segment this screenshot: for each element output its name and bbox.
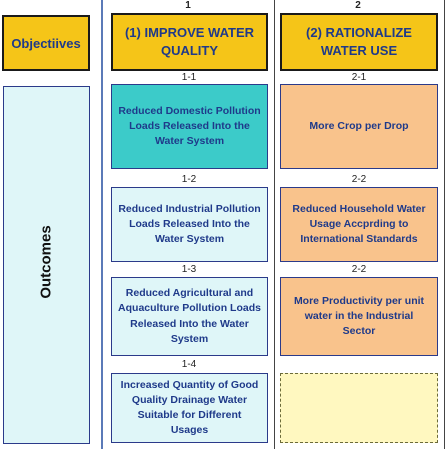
outcome-text-2-2: Reduced Household Water Usage Accprding … bbox=[292, 202, 426, 246]
column-number-1: 1 bbox=[185, 0, 191, 11]
outcome-tag-1-4: 1-4 bbox=[181, 359, 197, 370]
outcome-tag-2-3: 2-2 bbox=[351, 264, 367, 275]
outcome-text-2-1: More Crop per Drop bbox=[309, 119, 409, 132]
outcomes-label: Outcomes bbox=[37, 225, 55, 299]
outcome-box-2-3: More Productivity per unit water in the … bbox=[280, 277, 438, 356]
outcome-text-2-3: More Productivity per unit water in the … bbox=[293, 294, 425, 338]
outcome-box-2-1: More Crop per Drop bbox=[280, 84, 438, 169]
objective-header-2: (2) RATIONALIZE WATER USE bbox=[280, 13, 438, 71]
objective-header-1-text: (1) IMPROVE WATER QUALITY bbox=[124, 24, 255, 58]
outcome-text-1-2: Reduced Industrial Pollution Loads Relea… bbox=[118, 202, 261, 246]
right-edge-line bbox=[444, 0, 445, 449]
objectives-label-text: Objectiives bbox=[11, 35, 81, 51]
outcome-text-1-4: Increased Quantity of Good Quality Drain… bbox=[120, 378, 259, 437]
outcome-text-1-3: Reduced Agricultural and Aquaculture Pol… bbox=[118, 287, 261, 345]
objective-header-1: (1) IMPROVE WATER QUALITY bbox=[111, 13, 268, 71]
outcome-text-1-1: Reduced Domestic Pollution Loads Release… bbox=[118, 104, 261, 148]
objective-header-2-text: (2) RATIONALIZE WATER USE bbox=[306, 24, 412, 58]
outcome-tag-2-1: 2-1 bbox=[351, 72, 367, 83]
objectives-label: Objectiives bbox=[2, 15, 90, 71]
outcome-tag-1-1: 1-1 bbox=[181, 72, 197, 83]
outcome-box-1-1: Reduced Domestic Pollution Loads Release… bbox=[111, 84, 268, 169]
outcome-box-1-2: Reduced Industrial Pollution Loads Relea… bbox=[111, 187, 268, 262]
outcome-tag-1-2: 1-2 bbox=[181, 174, 197, 185]
column-number-2: 2 bbox=[355, 0, 361, 11]
outcome-tag-1-3: 1-3 bbox=[181, 264, 197, 275]
empty-placeholder-box bbox=[280, 373, 438, 443]
outcome-box-2-2: Reduced Household Water Usage Accprding … bbox=[280, 187, 438, 262]
outcome-box-1-4: Increased Quantity of Good Quality Drain… bbox=[111, 373, 268, 443]
outcome-tag-2-2: 2-2 bbox=[351, 174, 367, 185]
left-separator-line bbox=[101, 0, 103, 449]
outcomes-panel bbox=[3, 86, 90, 444]
middle-separator-line bbox=[274, 0, 275, 449]
outcome-box-1-3: Reduced Agricultural and Aquaculture Pol… bbox=[111, 277, 268, 356]
